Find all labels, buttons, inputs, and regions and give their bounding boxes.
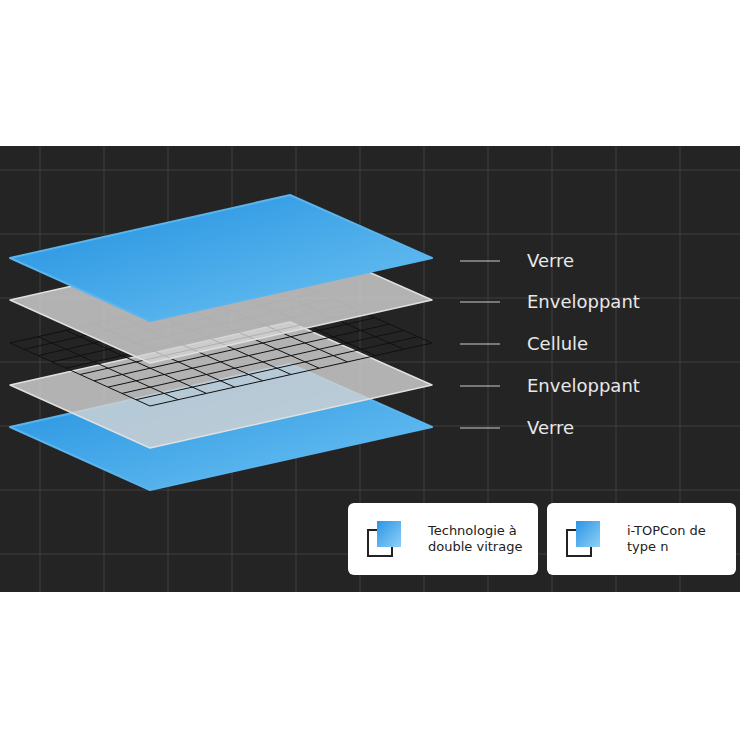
- background-grid: [0, 146, 740, 592]
- feature-box: Technologie à double vitrage: [348, 503, 538, 575]
- feature-text: i-TOPCon de type n: [627, 523, 727, 554]
- dark-band: [0, 146, 740, 592]
- layer-label: Verre: [527, 419, 574, 437]
- layer-label: Cellule: [527, 335, 588, 353]
- layer-label: Enveloppant: [527, 293, 640, 311]
- layer-stack: [10, 195, 432, 490]
- layer-label: Verre: [527, 252, 574, 270]
- feature-icon: [565, 519, 605, 559]
- feature-box: i-TOPCon de type n: [547, 503, 736, 575]
- leader-lines: [460, 261, 500, 428]
- glass-layer: [10, 195, 432, 321]
- feature-text: Technologie à double vitrage: [428, 523, 528, 554]
- feature-icon: [366, 519, 406, 559]
- layer-label: Enveloppant: [527, 377, 640, 395]
